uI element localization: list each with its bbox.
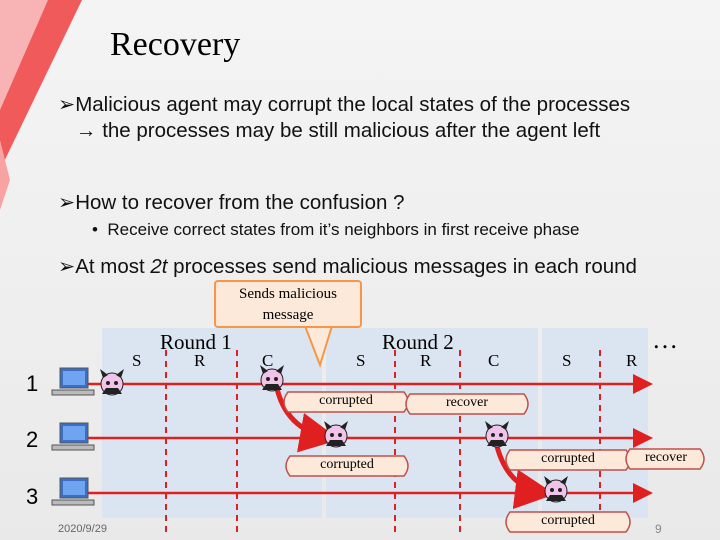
- corrupted-label: corrupted: [541, 513, 595, 528]
- bullet-2-text: How to recover from the confusion ?: [75, 191, 405, 214]
- devil-agent-icon: [260, 365, 284, 392]
- bullet-3-prefix: At most: [75, 255, 151, 278]
- phase-compute-label: C: [262, 351, 274, 370]
- phase-send-label: S: [562, 351, 572, 370]
- process-2-number: 2: [26, 427, 39, 452]
- bullet-3-suffix: processes send malicious messages in eac…: [167, 255, 637, 278]
- computer-icon: [51, 367, 95, 396]
- phase-receive-label: R: [194, 351, 206, 370]
- phase-receive-label: R: [626, 351, 638, 370]
- page-number: 9: [655, 522, 662, 536]
- round-1-band: [102, 328, 322, 518]
- propagation-arrow: [492, 437, 555, 510]
- devil-agent-icon: [544, 476, 568, 503]
- corrupted-label: corrupted: [319, 393, 373, 408]
- slide-date: 2020/9/29: [58, 523, 107, 535]
- devil-agent-icon: [100, 369, 124, 396]
- ellipsis: …: [652, 325, 679, 354]
- propagation-arrow: [273, 383, 340, 453]
- bullet-arrow-icon: ➢: [58, 93, 76, 116]
- arrow-right-icon: →: [76, 119, 103, 142]
- bullet-3: ➢At most 2t processes send malicious mes…: [58, 254, 637, 279]
- banner-shape: [283, 391, 409, 413]
- round-1-label: Round 1: [160, 330, 232, 354]
- devil-agent-icon: [485, 421, 509, 448]
- sub-bullet: • Receive correct states from it’s neigh…: [92, 220, 580, 240]
- phase-send-label: S: [132, 351, 142, 370]
- phase-receive-label: R: [420, 351, 432, 370]
- bullet-arrow-icon: ➢: [58, 191, 76, 214]
- computer-icon: [51, 422, 95, 451]
- recover-label: recover: [645, 450, 687, 465]
- dot-bullet-icon: •: [92, 220, 108, 239]
- bullet-2: ➢How to recover from the confusion ?: [58, 190, 404, 215]
- recover-label: recover: [446, 395, 488, 410]
- banner-shape: [405, 393, 529, 415]
- corrupted-label: corrupted: [320, 457, 374, 472]
- corrupted-label: corrupted: [541, 451, 595, 466]
- phase-send-label: S: [356, 351, 366, 370]
- bullet-1-continuation: the processes may be still malicious aft…: [102, 119, 601, 142]
- devil-agent-icon: [324, 421, 348, 448]
- computer-icon: [51, 477, 95, 506]
- bullet-1-text: Malicious agent may corrupt the local st…: [75, 93, 631, 116]
- bullet-arrow-icon: ➢: [58, 255, 76, 278]
- process-3-number: 3: [26, 484, 39, 509]
- banner-shape: [625, 448, 705, 470]
- bullet-3-math: 2t: [150, 255, 168, 278]
- banner-shape: [505, 511, 631, 533]
- round-2-label: Round 2: [382, 330, 454, 354]
- sub-bullet-text: Receive correct states from it’s neighbo…: [107, 220, 580, 239]
- callout: Sends malicious message: [214, 280, 362, 328]
- bullet-1: ➢Malicious agent may corrupt the local s…: [58, 92, 630, 144]
- phase-compute-label: C: [488, 351, 500, 370]
- round-2-band: [326, 328, 538, 518]
- slide-title: Recovery: [110, 26, 241, 63]
- banner-shape: [285, 455, 409, 477]
- process-1-number: 1: [26, 371, 39, 396]
